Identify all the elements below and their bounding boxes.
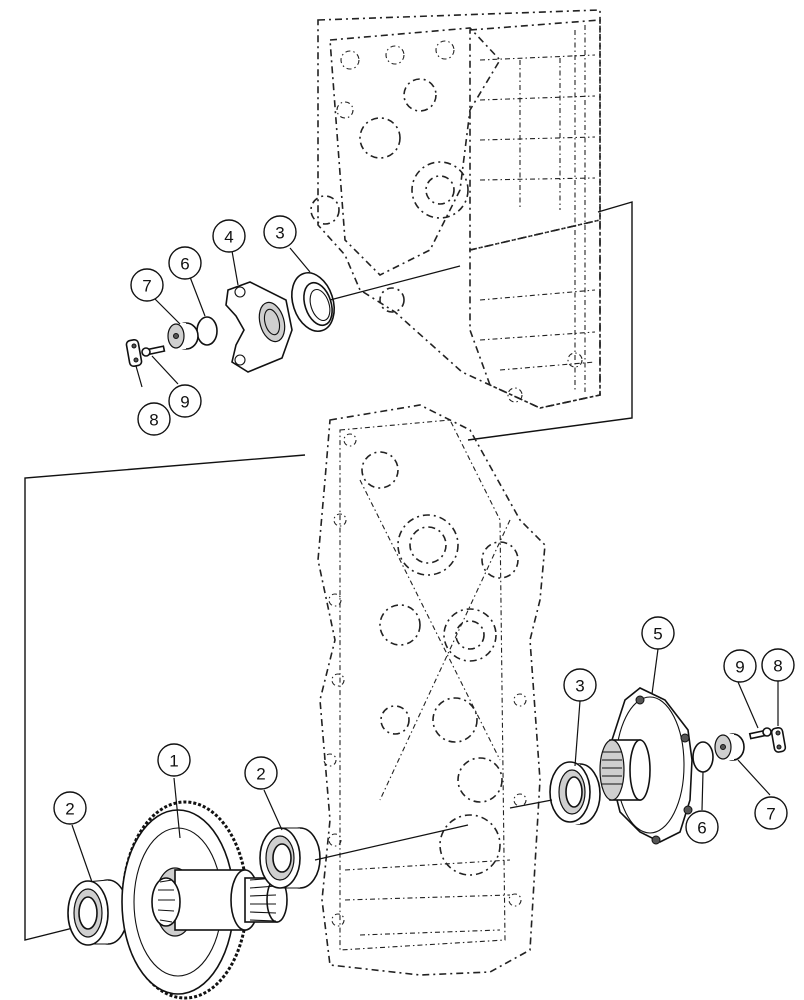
svg-text:8: 8	[149, 411, 158, 430]
svg-text:2: 2	[256, 765, 265, 784]
upper-seal-axis-line	[329, 265, 461, 301]
upper-o-ring	[196, 316, 218, 346]
svg-text:4: 4	[224, 228, 233, 247]
callout-bubble-lower-2-middle: 2	[244, 756, 278, 790]
upper-callout-frame	[467, 201, 633, 441]
callout-bubble-upper-4: 4	[212, 219, 246, 253]
svg-text:8: 8	[773, 657, 782, 676]
lower-o-ring	[692, 741, 714, 773]
callout-bubble-upper-3: 3	[263, 215, 297, 249]
lower-lock-plate	[770, 726, 787, 753]
lower-bolt	[748, 727, 772, 740]
callout-leaders	[71, 247, 779, 883]
callout-bubble-lower-7: 7	[754, 796, 788, 830]
upper-lock-plate	[125, 338, 143, 368]
lower-shaft-axis-line	[314, 824, 469, 861]
upper-yoke	[225, 281, 293, 373]
svg-text:6: 6	[697, 819, 706, 838]
svg-text:5: 5	[653, 625, 662, 644]
left-bearing	[67, 879, 129, 946]
output-gear	[121, 800, 288, 1000]
output-flange	[599, 687, 693, 845]
svg-text:3: 3	[275, 224, 284, 243]
callout-bubble-lower-6: 6	[685, 810, 719, 844]
upper-housing-ghost	[310, 9, 601, 409]
svg-text:1: 1	[169, 752, 178, 771]
svg-text:7: 7	[142, 277, 151, 296]
callout-bubble-upper-9: 9	[168, 384, 202, 418]
svg-text:9: 9	[735, 658, 744, 677]
middle-bearing	[259, 827, 321, 889]
lower-seal-ring	[549, 761, 601, 825]
svg-text:6: 6	[180, 255, 189, 274]
svg-text:7: 7	[766, 805, 775, 824]
callout-bubble-upper-6: 6	[168, 246, 202, 280]
callout-bubble-lower-2-left: 2	[53, 791, 87, 825]
callout-bubble-upper-7: 7	[130, 268, 164, 302]
callout-bubble-lower-1: 1	[157, 743, 191, 777]
callout-bubble-upper-8: 8	[137, 402, 171, 436]
callout-bubble-lower-5: 5	[641, 616, 675, 650]
upper-seal-ring	[291, 272, 335, 332]
callout-bubble-lower-3: 3	[563, 668, 597, 702]
lower-housing-ghost	[317, 404, 546, 976]
upper-bolt	[141, 345, 166, 357]
lower-seal-axis-line	[509, 799, 553, 809]
lower-callout-frame	[24, 454, 306, 941]
callout-bubble-lower-8: 8	[761, 648, 795, 682]
svg-text:3: 3	[575, 677, 584, 696]
svg-text:2: 2	[65, 800, 74, 819]
svg-text:9: 9	[180, 393, 189, 412]
callout-bubble-lower-9: 9	[723, 649, 757, 683]
upper-washer	[167, 322, 199, 350]
lower-washer	[714, 733, 745, 761]
